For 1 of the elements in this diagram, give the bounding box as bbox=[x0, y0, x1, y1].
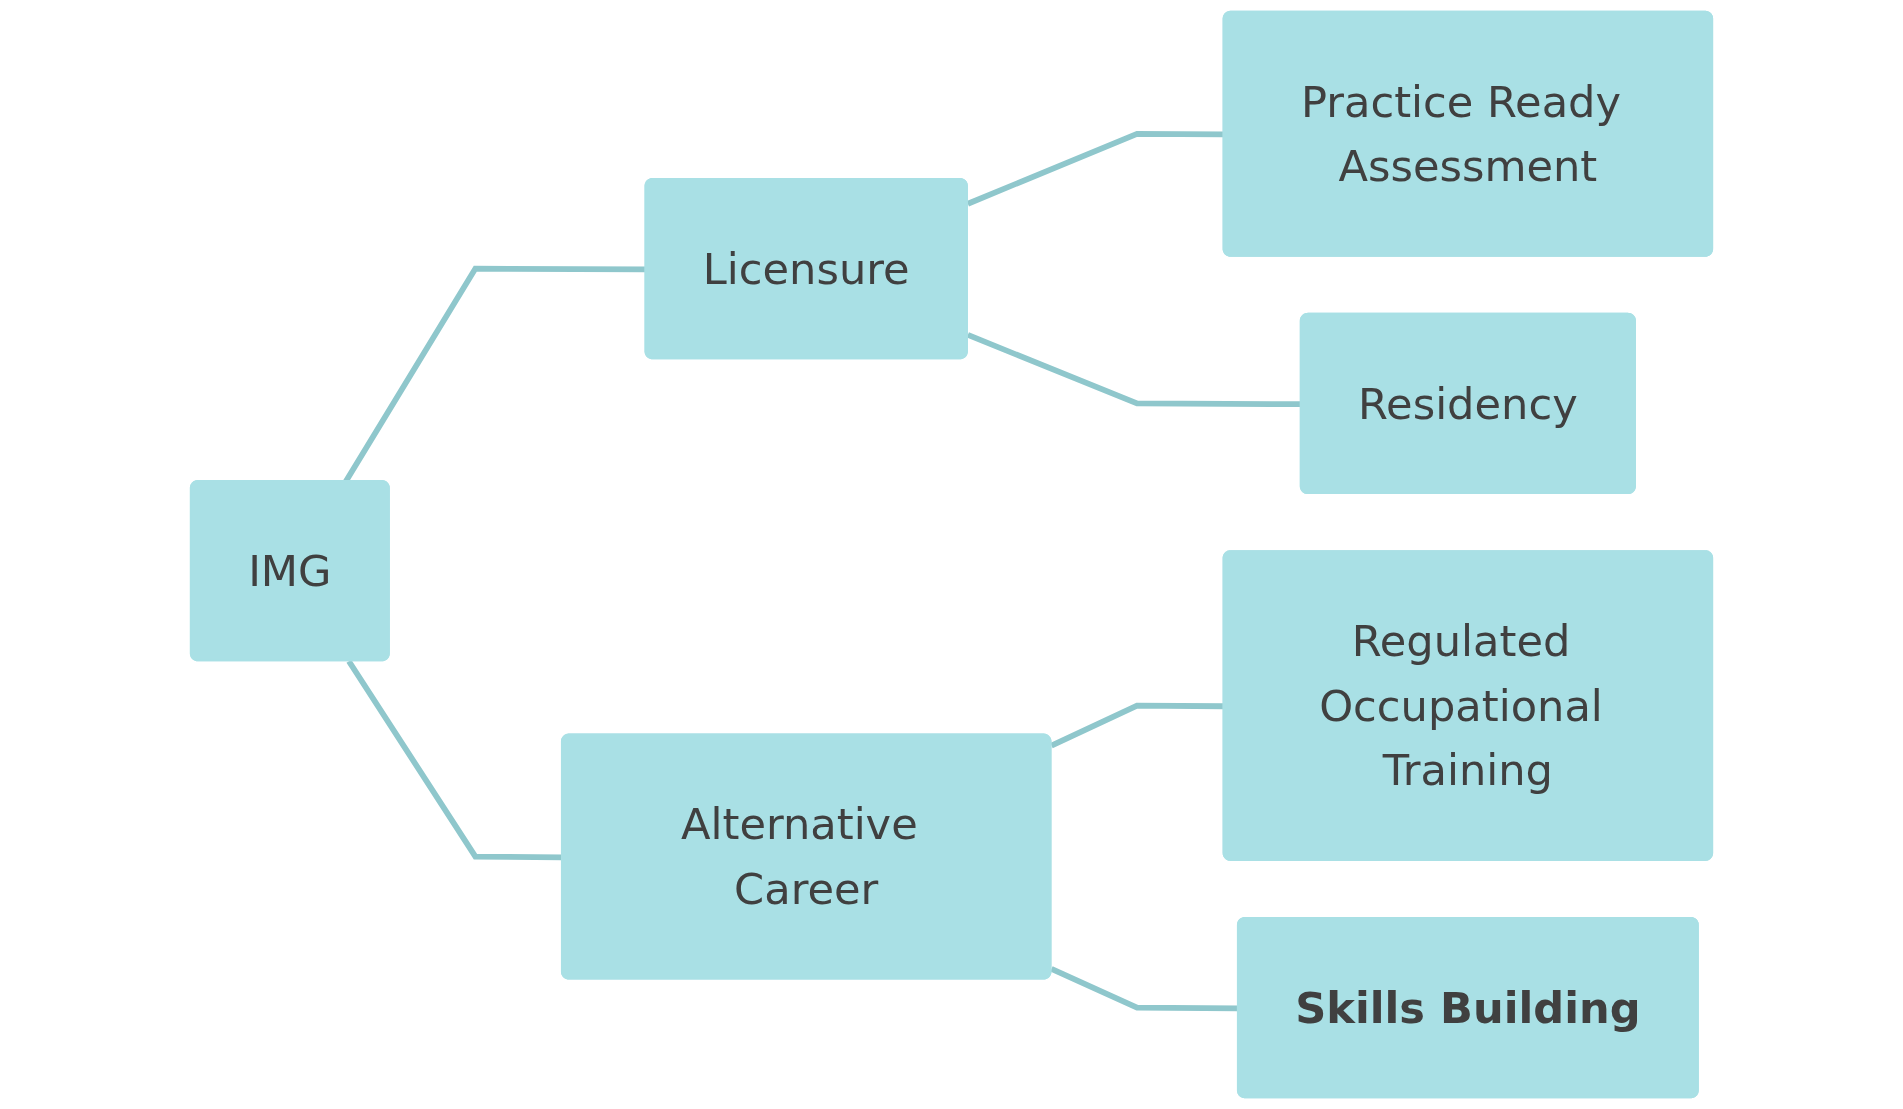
connector bbox=[1050, 966, 1239, 1012]
